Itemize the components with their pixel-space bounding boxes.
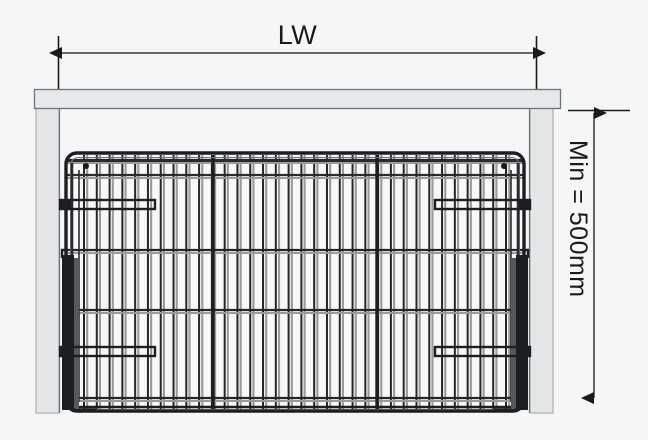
cabinet-left-panel: [35, 107, 60, 414]
cabinet-top-rail: [33, 88, 562, 110]
cabinet-right-panel: [529, 107, 554, 414]
height-dimension-label: Min = 500mm: [564, 140, 592, 298]
right-upper-bracket-clip: [519, 200, 530, 209]
left-runner-highlight: [74, 258, 79, 408]
left-slide-runner: [58, 163, 157, 412]
width-dimension: [49, 36, 546, 92]
right-lower-bracket-clip: [519, 347, 530, 356]
right-runner-body: [516, 255, 528, 410]
width-dimension-label: LW: [277, 20, 318, 50]
basket-inner-fill: [66, 153, 524, 411]
left-runner-body: [62, 255, 74, 410]
left-upper-bracket-clip: [60, 200, 71, 209]
left-runner-top-return: [60, 248, 68, 258]
vertical-wires: [83, 155, 511, 409]
right-slide-runner: [433, 163, 532, 412]
right-runner-highlight: [511, 258, 516, 408]
basket-wire-grid: [66, 153, 524, 411]
cabinet-carcass: [33, 88, 562, 414]
left-bottom-hook: [64, 397, 96, 412]
height-dimension: [568, 107, 630, 404]
basket-rivet-top-left: [83, 163, 89, 169]
right-bottom-hook: [494, 397, 526, 412]
left-lower-bracket-clip: [60, 347, 71, 356]
right-runner-top-return: [522, 248, 530, 258]
basket-rivet-top-right: [501, 163, 507, 169]
